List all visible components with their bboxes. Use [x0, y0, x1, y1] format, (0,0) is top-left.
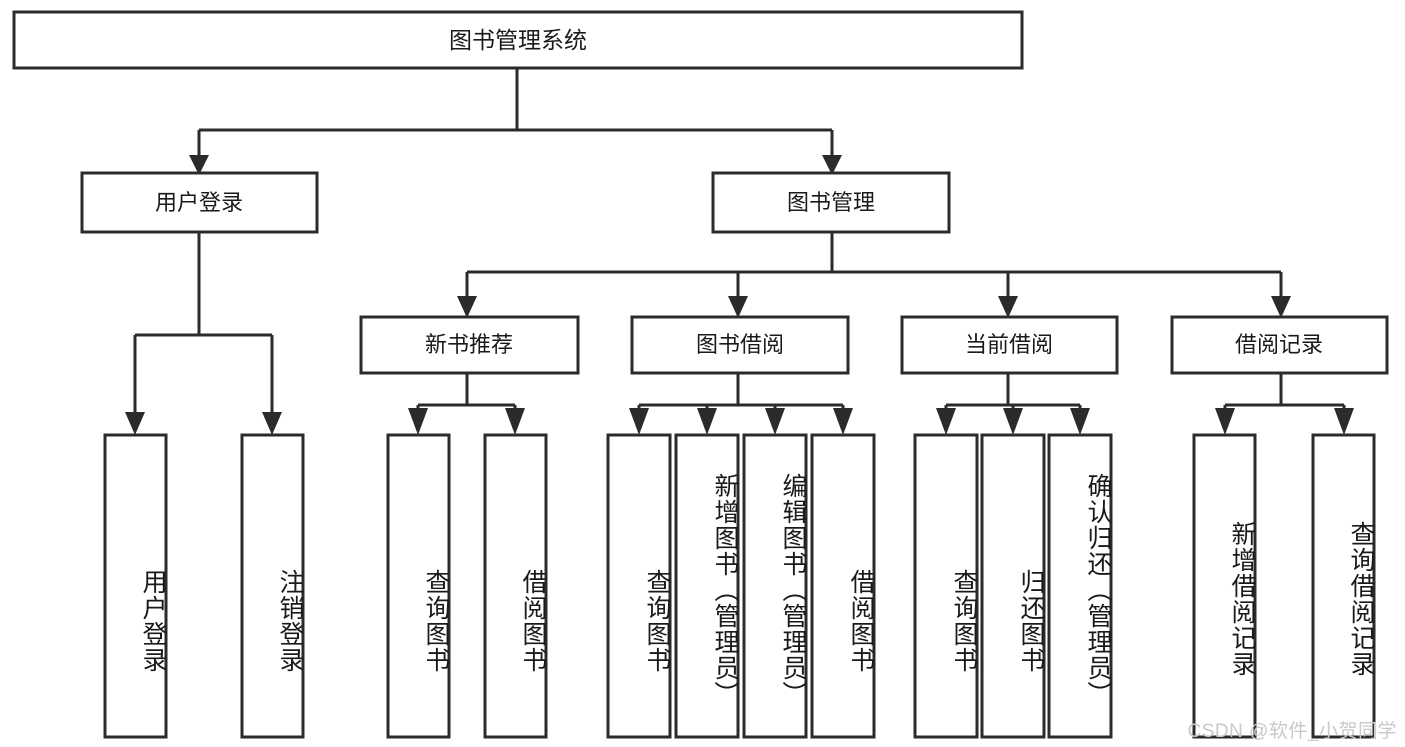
node-box-book-management[interactable]	[711, 171, 951, 234]
node-label-borrow-records: 借阅记录	[1235, 332, 1323, 357]
node-box-leaf-bb-add-book[interactable]	[674, 433, 740, 739]
arrowhead-leaf-logout	[262, 412, 282, 435]
arrowhead-bb-borrow-book	[833, 408, 853, 435]
node-box-new-book-recommend[interactable]	[359, 315, 580, 375]
node-label-book-management: 图书管理	[787, 190, 875, 215]
node-box-leaf-cb-confirm-return[interactable]	[1047, 433, 1113, 739]
arrowhead-new-book	[457, 296, 477, 318]
arrowhead-nb-query-book	[408, 408, 428, 435]
node-box-leaf-cb-query-book[interactable]	[913, 433, 979, 739]
node-label-current-borrow: 当前借阅	[965, 332, 1053, 357]
arrowhead-book-borrow	[728, 296, 748, 318]
node-group: 图书管理系统 用户登录 图书管理 新书推荐 图书借阅 当前借阅 借阅记录	[12, 10, 1389, 739]
arrowhead-user-login	[189, 155, 209, 175]
node-box-book-borrow[interactable]	[630, 315, 850, 375]
node-box-leaf-user-login[interactable]	[103, 433, 168, 739]
arrowhead-br-add-record	[1215, 408, 1235, 435]
connector-group	[125, 68, 1354, 435]
node-box-leaf-logout[interactable]	[240, 433, 305, 739]
node-label-root: 图书管理系统	[449, 27, 587, 53]
arrowhead-cb-query-book	[936, 408, 956, 435]
arrowhead-borrow-records	[1271, 296, 1291, 318]
arrowhead-bb-add-book	[697, 408, 717, 435]
node-box-root[interactable]	[12, 10, 1024, 70]
arrowhead-cb-confirm-return	[1070, 408, 1090, 435]
arrowhead-book-mgmt	[822, 155, 842, 175]
arrowhead-nb-borrow-book	[505, 408, 525, 435]
node-label-new-book-recommend: 新书推荐	[425, 332, 513, 357]
node-box-leaf-nb-borrow-book[interactable]	[483, 433, 548, 739]
node-label-book-borrow: 图书借阅	[696, 332, 784, 357]
csdn-watermark: CSDN @软件_小贺同学	[1187, 721, 1397, 742]
node-box-leaf-bb-edit-book[interactable]	[742, 433, 808, 739]
node-box-leaf-br-query-record[interactable]	[1311, 433, 1376, 739]
node-box-borrow-records[interactable]	[1170, 315, 1389, 375]
node-box-leaf-nb-query-book[interactable]	[386, 433, 451, 739]
arrowhead-current-borrow	[998, 296, 1018, 318]
node-label-user-login: 用户登录	[155, 190, 243, 215]
node-box-leaf-bb-query-book[interactable]	[606, 433, 672, 739]
arrowhead-bb-edit-book	[765, 408, 785, 435]
arrowhead-leaf-user-login	[125, 412, 145, 435]
arrowhead-br-query-record	[1334, 408, 1354, 435]
arrowhead-cb-return-book	[1003, 408, 1023, 435]
node-box-leaf-bb-borrow-book[interactable]	[810, 433, 876, 739]
node-box-current-borrow[interactable]	[900, 315, 1119, 375]
arrowhead-bb-query-book	[629, 408, 649, 435]
node-box-leaf-cb-return-book[interactable]	[980, 433, 1046, 739]
node-box-user-login[interactable]	[80, 171, 319, 234]
node-box-leaf-br-add-record[interactable]	[1192, 433, 1257, 739]
